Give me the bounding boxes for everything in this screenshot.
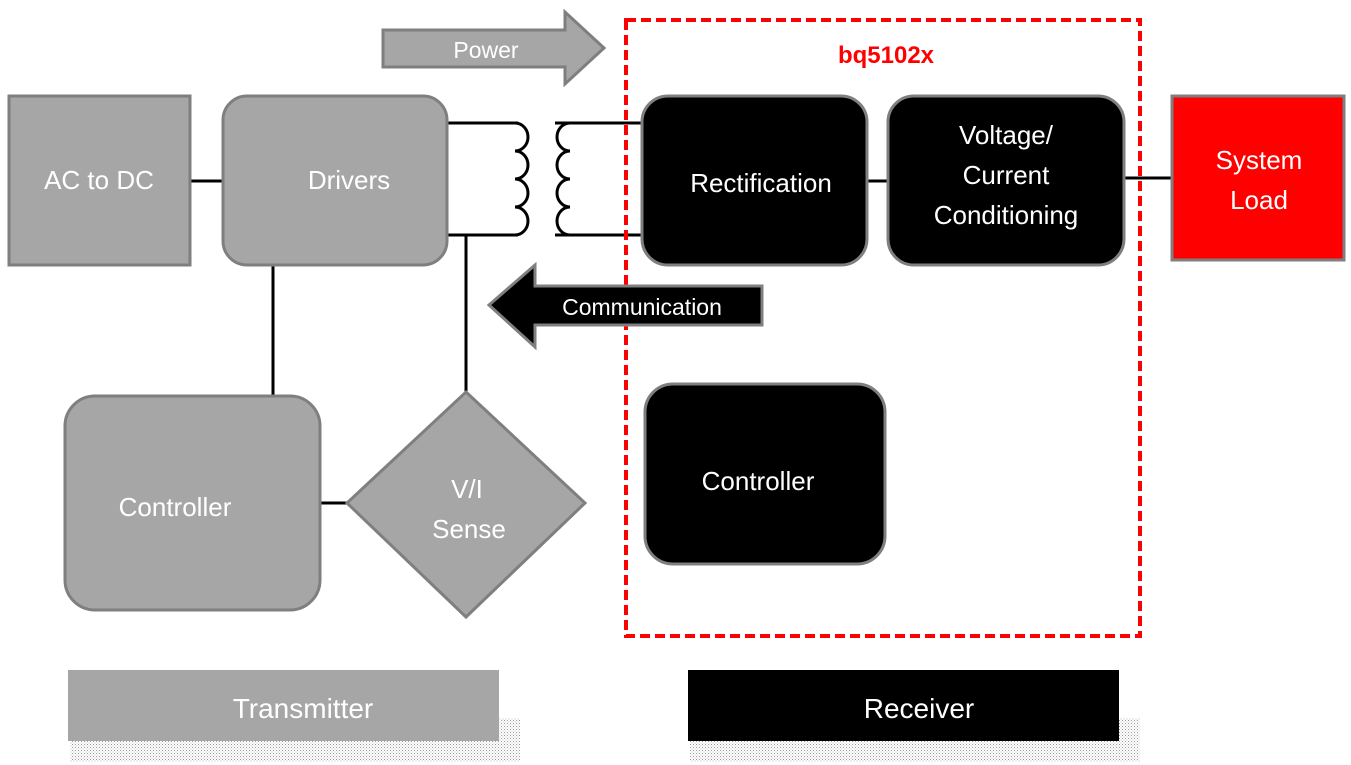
receiver-controller-block: Controller (643, 382, 887, 566)
transmitter-section-label: Transmitter (68, 670, 520, 762)
communication-arrow-label: Communication (562, 294, 722, 320)
wires (190, 121, 1172, 505)
secondary-coil (555, 121, 571, 237)
rectification-block: Rectification (640, 94, 869, 267)
conditioning-label-line3: Conditioning (934, 200, 1079, 230)
transmitter-controller-block: Controller (63, 394, 322, 612)
vi-sense-block: V/I Sense (344, 389, 588, 620)
communication-arrow: Communication (486, 261, 764, 351)
vi-sense-label-line2: Sense (432, 514, 506, 544)
receiver-label: Receiver (864, 693, 974, 724)
ac-to-dc-block: AC to DC (7, 94, 192, 267)
power-arrow: Power (381, 8, 607, 88)
primary-coil (514, 121, 530, 237)
ac-to-dc-label: AC to DC (44, 165, 154, 195)
drivers-label: Drivers (308, 165, 390, 195)
transmitter-label: Transmitter (233, 693, 374, 724)
receiver-controller-label: Controller (702, 466, 815, 496)
drivers-block: Drivers (221, 94, 449, 267)
conditioning-label-line1: Voltage/ (959, 120, 1054, 150)
power-arrow-label: Power (453, 37, 519, 63)
transmitter-controller-label: Controller (119, 492, 232, 522)
rectification-label: Rectification (690, 168, 832, 198)
conditioning-block: Voltage/ Current Conditioning (886, 94, 1126, 267)
conditioning-label-line2: Current (963, 160, 1050, 190)
receiver-ic-label: bq5102x (838, 42, 935, 69)
communication-arrow-shape (486, 261, 764, 351)
receiver-section-label: Receiver (688, 670, 1140, 762)
receiver-ic-boundary (624, 18, 1142, 638)
power-arrow-shape (381, 8, 607, 88)
vi-sense-label-line1: V/I (451, 474, 483, 504)
system-load-label-line2: Load (1230, 185, 1288, 215)
system-load-block: System Load (1170, 94, 1346, 262)
system-load-label-line1: System (1216, 145, 1303, 175)
